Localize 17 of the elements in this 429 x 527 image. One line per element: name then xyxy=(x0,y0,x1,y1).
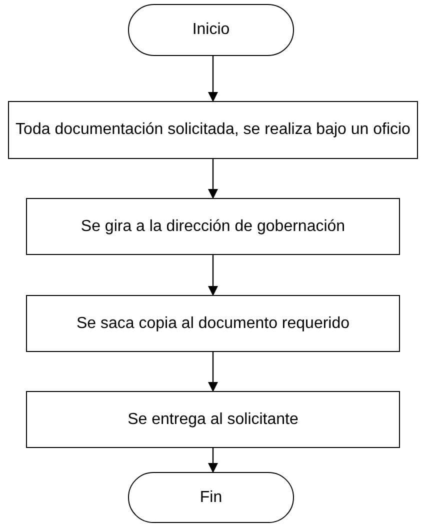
node-label: Toda documentación solicitada, se realiza bajo un oficio xyxy=(16,120,410,140)
terminal-shape xyxy=(128,472,294,523)
process-box xyxy=(26,198,400,255)
arrow xyxy=(208,255,218,296)
node-label: Fin xyxy=(200,488,222,508)
node-label: Inicio xyxy=(192,20,230,40)
arrow xyxy=(208,56,218,102)
node-label: Se entrega al solicitante xyxy=(128,410,298,430)
process-box xyxy=(8,101,418,159)
process-box xyxy=(26,295,400,352)
arrow xyxy=(208,159,218,199)
arrow xyxy=(208,448,218,473)
terminal-shape xyxy=(128,4,294,56)
node-label: Se gira a la dirección de gobernación xyxy=(80,216,346,237)
arrow xyxy=(208,352,218,392)
node-label: Se saca copia al documento requerido xyxy=(76,314,350,334)
process-box xyxy=(26,391,400,448)
